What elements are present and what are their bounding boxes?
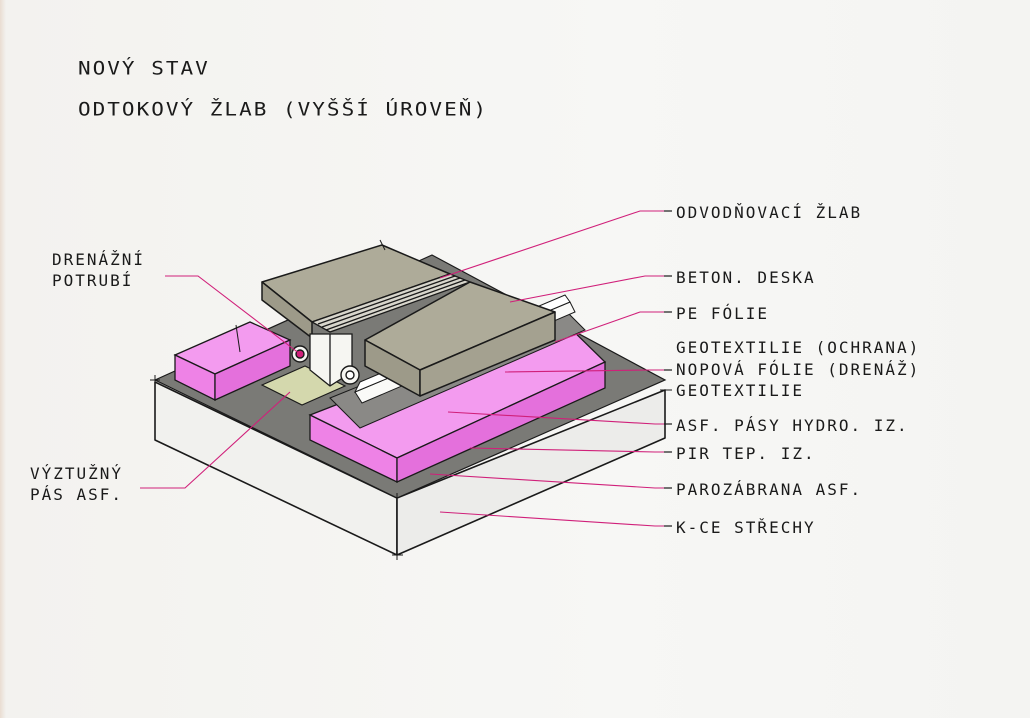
label-drenazni-line1: DRENÁŽNÍ	[52, 250, 146, 269]
drawing-title: NOVÝ STAV	[78, 58, 210, 80]
label-beton-deska: BETON. DESKA	[676, 268, 816, 287]
label-vyztuzny-line2: PÁS ASF.	[30, 485, 124, 504]
label-geotextilie-ochrana: GEOTEXTILIE (OCHRANA)	[676, 338, 921, 357]
label-vyztuzny-line1: VÝZTUŽNÝ	[30, 464, 124, 483]
pir-insulation-left	[173, 321, 292, 402]
sketch-construction-lines	[150, 239, 672, 560]
concrete-slab-right	[364, 281, 556, 397]
label-nopova-folie: NOPOVÁ FÓLIE (DRENÁŽ)	[676, 360, 921, 379]
label-pe-folie: PE FÓLIE	[676, 304, 770, 323]
leader-ticks	[664, 210, 672, 527]
label-geotextilie: GEOTEXTILIE	[676, 381, 804, 400]
leader-lines	[140, 210, 668, 527]
drawing-subtitle: ODTOKOVÝ ŽLAB (VYŠŠÍ ÚROVEŇ)	[78, 99, 489, 121]
drainage-channel	[309, 273, 472, 387]
label-pir: PIR TEP. IZ.	[676, 444, 816, 463]
label-k-ce-strechy: K-CE STŘECHY	[676, 518, 816, 537]
label-drenazni-line2: POTRUBÍ	[52, 271, 134, 290]
label-odvodnovaci-zlab: ODVODŇOVACÍ ŽLAB	[676, 203, 863, 222]
label-parozabrana: PAROZÁBRANA ASF.	[676, 480, 863, 499]
label-asf-pasy: ASF. PÁSY HYDRO. IZ.	[676, 416, 909, 435]
